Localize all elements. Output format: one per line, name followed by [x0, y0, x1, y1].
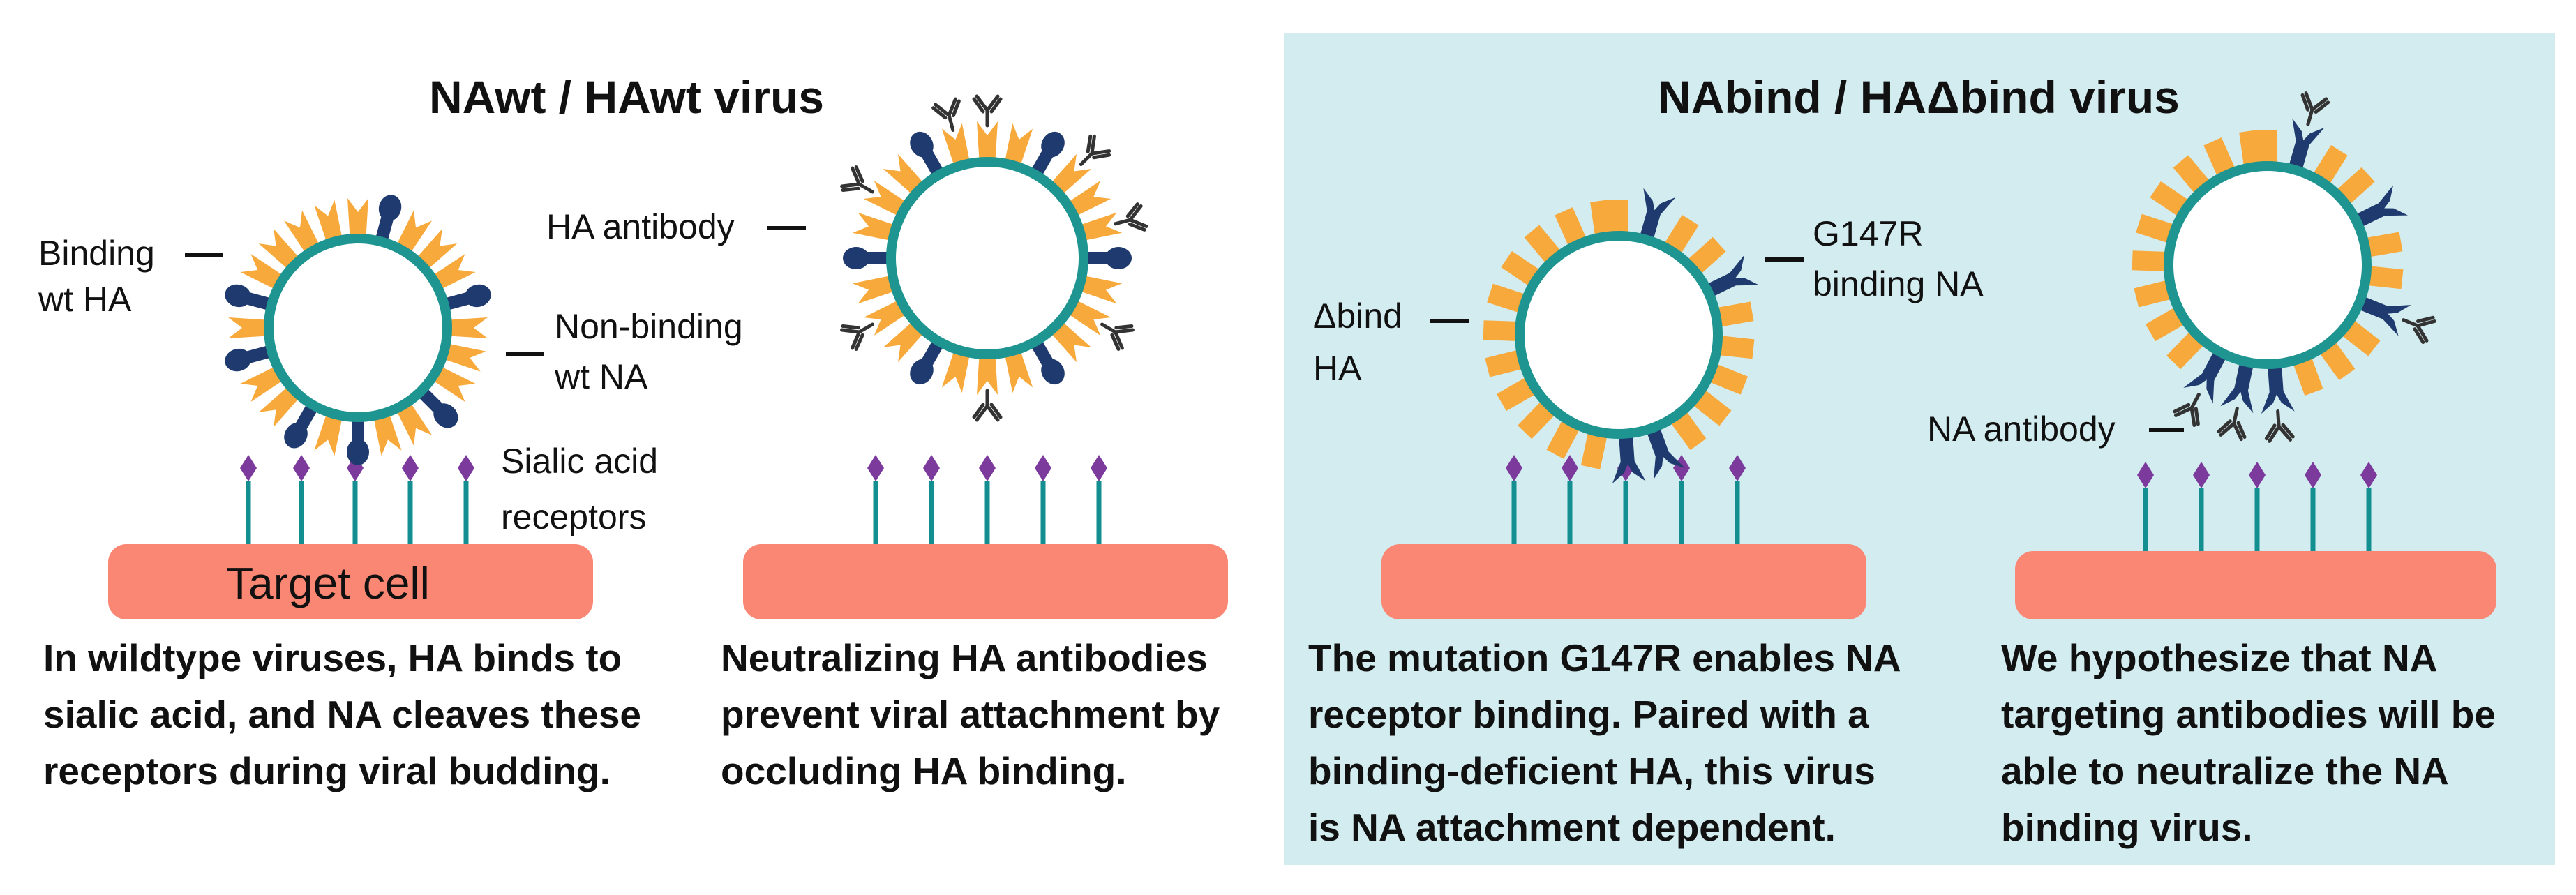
sialic-acid-receptor — [2137, 462, 2154, 551]
virus-wildtype-bound — [225, 195, 491, 465]
sialic-acid-receptor — [979, 455, 996, 544]
ha-spike — [972, 350, 1003, 422]
sialic-acid-receptor — [293, 455, 310, 544]
sialic-acid-receptor — [240, 455, 257, 544]
sialic-acid-receptor — [1729, 455, 1746, 544]
sialic-acid-receptor — [2193, 462, 2210, 551]
sialic-acid-receptor — [347, 455, 364, 544]
ha-spike — [314, 407, 344, 456]
ha-dbind-protein — [2360, 265, 2404, 289]
sialic-acid-receptor — [2305, 462, 2321, 551]
ha-spike — [1003, 123, 1033, 172]
right-panel-title: NAbind / HAΔbind virus — [1658, 71, 2180, 123]
sialic-acid-receptor — [867, 455, 884, 544]
target-cell-4 — [2015, 551, 2496, 619]
sialic-acid-receptor — [1506, 455, 1522, 544]
ha-spike — [972, 94, 1003, 166]
viral-membrane — [2164, 161, 2372, 369]
ha-spike — [314, 200, 344, 248]
target-cell-2 — [743, 544, 1228, 619]
non-binding-wt-na-label: Non-binding wt NA — [554, 307, 753, 396]
caption-wildtype: In wildtype viruses, HA binds to sialic … — [43, 636, 652, 792]
caption-g147r-mutation: The mutation G147R enables NA receptor b… — [1308, 636, 1910, 849]
ha-spike — [1074, 274, 1123, 304]
viral-membrane — [886, 157, 1088, 359]
ha-spike — [852, 274, 901, 304]
na-antibody-label: NA antibody — [1927, 409, 2116, 449]
na-protein — [347, 413, 369, 465]
ha-spike — [931, 97, 971, 172]
right-panel-background — [1284, 33, 2555, 865]
sialic-acid-receptor — [1035, 455, 1051, 544]
ha-antibody-label: HA antibody — [546, 207, 735, 246]
ha-spike — [941, 345, 971, 393]
sialic-acid-receptor — [1091, 455, 1107, 544]
na-protein — [843, 247, 895, 269]
leader-lines — [185, 226, 2184, 432]
sialic-acid-receptors-1 — [240, 455, 474, 544]
dbind-ha-label: Δbind HA — [1313, 296, 1412, 388]
ha-spike — [852, 212, 901, 242]
left-panel-title: NAwt / HAwt virus — [429, 71, 824, 123]
viral-membrane — [1515, 231, 1723, 439]
ha-spike — [443, 317, 488, 338]
target-cell-label: Target cell — [226, 558, 430, 608]
ha-spike — [437, 342, 486, 372]
sialic-acid-receptors-2 — [867, 455, 1107, 544]
sialic-acid-receptor — [402, 455, 419, 544]
target-cell-1 — [108, 544, 593, 619]
ha-spike — [1074, 202, 1148, 242]
na-protein — [1079, 247, 1132, 269]
binding-wt-ha-label: Binding wt HA — [38, 234, 165, 319]
ha-spike — [347, 198, 368, 243]
target-cell-3 — [1381, 544, 1866, 619]
sialic-acid-receptor — [2360, 462, 2377, 551]
sialic-acid-receptors-4 — [2137, 462, 2377, 551]
sialic-acid-receptor — [1562, 455, 1578, 544]
viral-membrane — [264, 234, 452, 422]
ha-spike — [372, 407, 402, 456]
virus-na-binding — [1483, 188, 1760, 484]
virus-na-binding-na-antibody — [2132, 91, 2436, 443]
ha-spike — [228, 317, 273, 338]
ha-dbind-protein — [2132, 250, 2173, 272]
caption-ha-antibodies: Neutralizing HA antibodies prevent viral… — [721, 636, 1231, 792]
sialic-acid-receptors-label: Sialic acid receptors — [501, 442, 668, 536]
sialic-acid-receptor — [458, 455, 474, 544]
g147r-binding-na-label: G147R binding NA — [1813, 214, 1984, 303]
ha-dbind-protein — [1712, 335, 1755, 359]
sialic-acid-receptor — [923, 455, 940, 544]
sialic-acid-receptor — [2249, 462, 2266, 551]
caption-hypothesis: We hypothesize that NA targeting antibod… — [2001, 636, 2506, 849]
ha-dbind-protein — [1483, 320, 1525, 342]
virus-wildtype-ha-antibody — [840, 94, 1148, 422]
ha-spike — [1003, 345, 1033, 393]
